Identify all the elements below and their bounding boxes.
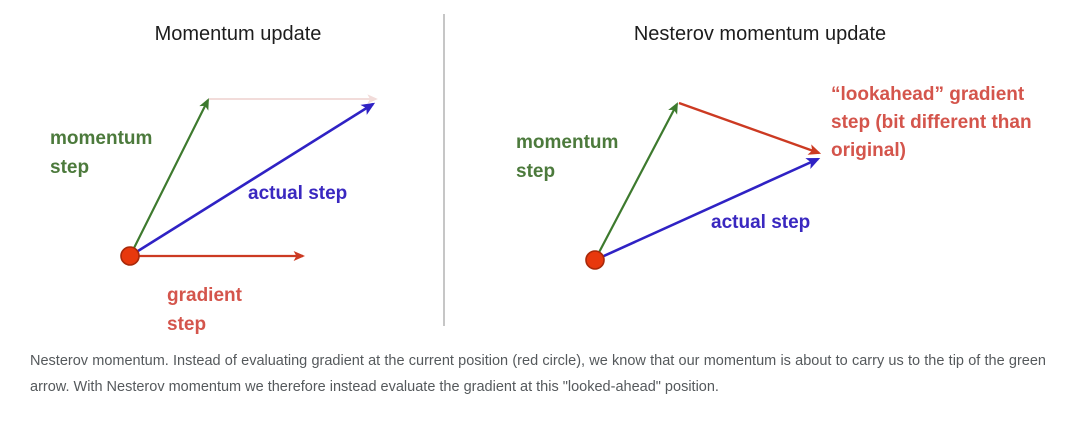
momentum-step-label: momentum step [50,128,152,178]
momentum-step-arrow [129,98,209,257]
nesterov-momentum-figure: Momentum update momentum step actual step gr… [50,14,1032,335]
panel-title: Nesterov momentum update [634,23,886,45]
label-line: momentum [516,132,618,153]
panel-title: Momentum update [155,23,322,45]
caption-text: Nesterov momentum. Instead of evaluating… [30,353,1046,395]
panel-momentum-update: Momentum update momentum step actual step gr… [50,23,378,335]
figure-caption: Nesterov momentum. Instead of evaluating… [0,340,1076,431]
figure-canvas: Momentum update momentum step actual step gr… [50,14,1032,335]
label-line: momentum [50,128,152,149]
origin-red-circle [585,250,605,270]
lookahead-gradient-step-arrow [678,101,822,155]
label-line: original) [831,140,906,161]
label-line: actual step [711,212,810,233]
origin-red-circle [120,246,140,266]
actual-step-label: actual step [711,212,810,233]
label-line: “lookahead” gradient [831,84,1025,105]
label-line: step [167,314,206,335]
momentum-step-label: momentum step [516,132,618,182]
actual-step-label: actual step [248,183,347,204]
lookahead-gradient-step-label: “lookahead” gradient step (bit different … [831,84,1032,161]
panel-nesterov-momentum-update: Nesterov momentum update momentum step actu… [516,23,1032,270]
label-line: step [50,157,89,178]
label-line: gradient [167,285,243,306]
gradient-step-label: gradient step [167,285,243,335]
momentum-step-arrow [594,102,678,261]
label-line: step (bit different than [831,112,1032,133]
label-line: actual step [248,183,347,204]
actual-step-arrow [129,102,376,258]
label-line: step [516,161,555,182]
actual-step-arrow [594,157,821,262]
